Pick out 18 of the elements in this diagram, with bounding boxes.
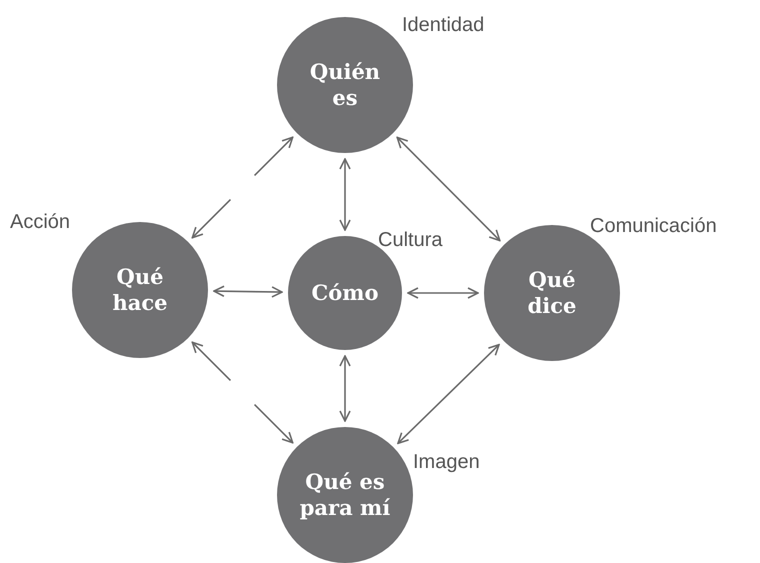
double-arrow	[192, 136, 294, 238]
double-arrow	[407, 287, 479, 299]
double-arrow	[339, 158, 351, 231]
circle-label: Cómo	[310, 280, 380, 306]
aspect-label: Comunicación	[590, 215, 717, 238]
double-arrow	[396, 136, 501, 242]
aspect-label: Imagen	[413, 451, 480, 474]
circle-label: Qué es para mí	[298, 468, 392, 522]
double-arrow	[192, 342, 294, 444]
double-arrow	[339, 355, 351, 422]
circle-label: Qué dice	[526, 266, 578, 320]
double-arrow	[397, 344, 500, 444]
double-arrow	[213, 285, 283, 298]
circle-label: Quién es	[308, 58, 382, 112]
aspect-label: Cultura	[378, 229, 442, 252]
circle-label: Qué hace	[111, 264, 169, 316]
aspect-label: Acción	[10, 211, 70, 234]
aspect-label: Identidad	[402, 14, 484, 37]
